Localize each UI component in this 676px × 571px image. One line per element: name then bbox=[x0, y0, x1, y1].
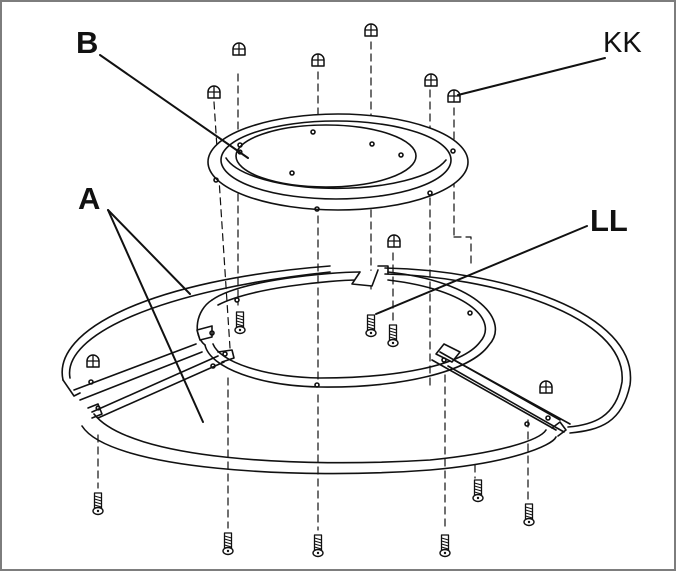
callout-a: A bbox=[78, 181, 101, 216]
callout-ll: LL bbox=[590, 203, 628, 238]
callout-kk: KK bbox=[603, 27, 642, 59]
base-a bbox=[61, 265, 632, 475]
screw-fasteners bbox=[92, 311, 535, 558]
leader-lines bbox=[99, 54, 606, 423]
callout-b: B bbox=[76, 25, 99, 60]
ring-b bbox=[207, 113, 469, 212]
